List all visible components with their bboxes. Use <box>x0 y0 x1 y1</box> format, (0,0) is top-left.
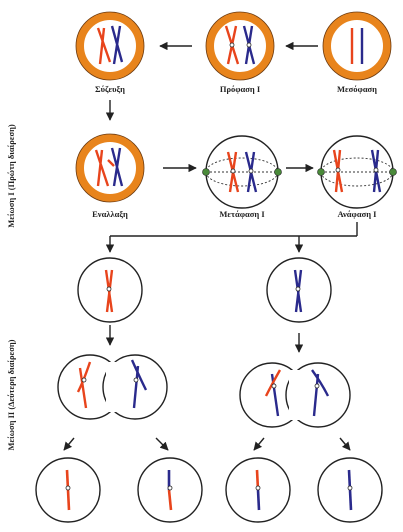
dividing-cell-right <box>239 362 351 428</box>
gamete-cell-3 <box>225 457 291 523</box>
arrow-to-cell-1 <box>63 437 75 451</box>
anaphase1-cell <box>317 135 397 209</box>
crossing-over-label: Εναλλαξη <box>92 209 128 219</box>
crossing-over-cell <box>75 133 145 203</box>
arrow-to-cell-4 <box>339 437 351 451</box>
interphase-cell <box>322 11 392 81</box>
interphase-label: Μεσόφαση <box>337 84 377 94</box>
gamete-cell-2 <box>137 457 203 523</box>
centrosome-right <box>274 168 282 176</box>
metaphase1-label: Μετάφαση I <box>219 209 265 219</box>
synapsis-label: Σύζευξη <box>95 84 125 94</box>
gamete-cell-1 <box>35 457 101 523</box>
prophase1-label: Πρόφαση I <box>220 84 261 94</box>
prophase1-chromosomes <box>224 25 256 65</box>
metaphase1-cell <box>202 135 282 209</box>
daughter-cell-maternal <box>77 257 143 323</box>
gamete-cell-4 <box>317 457 383 523</box>
crossing-over-chromosomes <box>94 147 124 187</box>
synapsis-chromosomes <box>96 25 124 65</box>
arrow-to-cell-2 <box>155 437 169 451</box>
anaphase1-chromosomes <box>332 149 382 193</box>
centrosome-left <box>317 168 325 176</box>
metaphase1-chromosomes <box>226 151 258 193</box>
anaphase1-label: Ανάφαση I <box>338 209 378 219</box>
anaphase-branch-connector <box>105 222 358 253</box>
synapsis-cell <box>75 11 145 81</box>
arrow-to-cell-3 <box>253 437 265 451</box>
dividing-cell-left <box>57 354 168 420</box>
daughter-cell-paternal <box>266 257 332 323</box>
interphase-chromosomes <box>350 28 364 64</box>
centrosome-left <box>202 168 210 176</box>
prophase1-cell <box>205 11 275 81</box>
meiosis1-side-label: Μείωση I (Πρώτη διαίρεση) <box>6 124 16 228</box>
centrosome-right <box>389 168 397 176</box>
meiosis2-side-label: Μείωση II (Δεύτερη διαίρεση) <box>6 339 16 450</box>
